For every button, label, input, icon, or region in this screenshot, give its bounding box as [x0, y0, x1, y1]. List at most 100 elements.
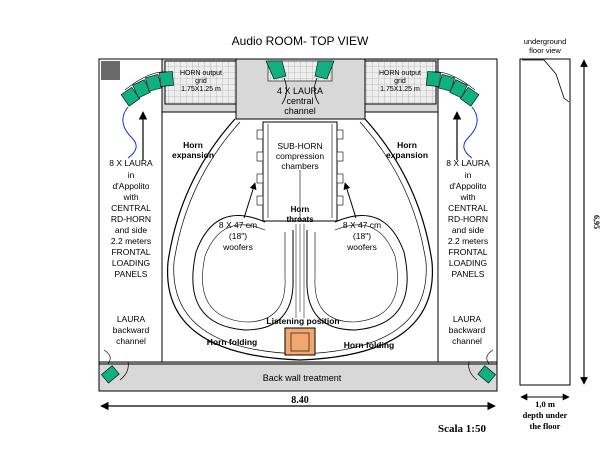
svg-text:expansion: expansion — [386, 150, 428, 160]
right-cable — [463, 106, 478, 159]
svg-text:in: in — [465, 170, 472, 180]
woofer-drivers-right — [336, 129, 344, 206]
woofers-right-label: 8 X 47 cm (18") woofers — [343, 220, 381, 252]
listening-seat-inner — [290, 332, 310, 352]
svg-text:CENTRAL: CENTRAL — [448, 203, 488, 213]
svg-text:PANELS: PANELS — [452, 269, 485, 279]
back-wall-label: Back wall treatment — [263, 373, 342, 383]
svg-text:1.75X1.25 m: 1.75X1.25 m — [380, 86, 420, 93]
woofers-left-arrow — [243, 182, 257, 219]
svg-text:4 X LAURA: 4 X LAURA — [277, 86, 323, 96]
svg-text:grid: grid — [394, 78, 406, 85]
horn-folding-right-label: Horn folding — [344, 340, 395, 350]
svg-text:1.75X1.25 m: 1.75X1.25 m — [181, 86, 221, 93]
side-view-title: underground floor view — [524, 37, 567, 55]
svg-text:8 X LAURA: 8 X LAURA — [109, 158, 153, 168]
svg-text:Horn: Horn — [291, 205, 310, 214]
svg-text:woofers: woofers — [346, 242, 377, 252]
svg-text:8 X 47 cm: 8 X 47 cm — [343, 220, 381, 230]
svg-text:2.2 meters: 2.2 meters — [111, 236, 151, 246]
backward-left-label: LAURA backward channel — [113, 314, 150, 346]
horn-grid-left-label: HORN output grid 1.75X1.25 m — [180, 70, 222, 93]
back-wall-band — [98, 363, 498, 392]
svg-text:central: central — [286, 96, 313, 106]
svg-text:d'Appolito: d'Appolito — [112, 181, 149, 191]
svg-text:LAURA: LAURA — [117, 314, 146, 324]
svg-text:RD-HORN: RD-HORN — [448, 214, 488, 224]
woofers-left-label: 8 X 47 cm (18") woofers — [219, 220, 257, 252]
svg-text:in: in — [128, 170, 135, 180]
right-laura-array — [426, 71, 480, 107]
svg-text:FRONTAL: FRONTAL — [448, 247, 487, 257]
rear-right-speaker — [468, 349, 496, 384]
svg-text:Horn: Horn — [397, 140, 417, 150]
woofer-drivers-left — [256, 129, 264, 206]
svg-text:Horn: Horn — [183, 140, 203, 150]
svg-text:expansion: expansion — [172, 150, 214, 160]
horn-folding-left-label: Horn folding — [207, 337, 258, 347]
svg-text:RD-HORN: RD-HORN — [111, 214, 151, 224]
svg-text:FRONTAL: FRONTAL — [111, 247, 150, 257]
left-horn-loop — [192, 214, 294, 331]
svg-text:woofers: woofers — [222, 242, 253, 252]
horn-expansion-right-label: Horn expansion — [386, 140, 428, 160]
side-view-slope — [522, 59, 570, 103]
side-view-depth-label: depth under the floor — [523, 410, 568, 431]
horn-grid-right-label: HORN output grid 1.75X1.25 m — [379, 70, 421, 93]
svg-text:LOADING: LOADING — [112, 258, 150, 268]
svg-text:floor view: floor view — [529, 46, 561, 55]
svg-text:d'Appolito: d'Appolito — [449, 181, 486, 191]
left-laura-label: 8 X LAURA in d'Appolito with CENTRAL RD-… — [109, 158, 153, 279]
svg-text:PANELS: PANELS — [115, 269, 148, 279]
svg-text:SUB-HORN: SUB-HORN — [277, 141, 322, 151]
horn-throats-label: Horn throats — [286, 205, 314, 224]
left-cable — [122, 106, 137, 159]
svg-text:LAURA: LAURA — [453, 314, 482, 324]
rear-left-speaker — [101, 349, 129, 384]
svg-text:HORN output: HORN output — [180, 70, 222, 77]
svg-text:backward: backward — [449, 325, 486, 335]
svg-text:channel: channel — [452, 336, 482, 346]
svg-text:throats: throats — [286, 215, 314, 224]
right-laura-label: 8 X LAURA in d'Appolito with CENTRAL RD-… — [446, 158, 490, 279]
right-horn-loop-inner — [314, 224, 398, 323]
svg-text:the floor: the floor — [530, 421, 561, 431]
svg-text:underground: underground — [524, 37, 567, 46]
left-horn-loop-inner — [202, 224, 286, 323]
svg-text:(18"): (18") — [353, 231, 371, 241]
diagram-title: Audio ROOM- TOP VIEW — [232, 34, 369, 48]
svg-text:with: with — [459, 192, 475, 202]
woofers-right-arrow — [343, 182, 357, 219]
svg-text:(18"): (18") — [229, 231, 247, 241]
right-horn-loop — [306, 214, 408, 331]
backward-right-label: LAURA backward channel — [449, 314, 486, 346]
horn-expansion-left-label: Horn expansion — [172, 140, 214, 160]
svg-text:and side: and side — [452, 225, 484, 235]
svg-text:2.2 meters: 2.2 meters — [448, 236, 488, 246]
svg-text:and side: and side — [115, 225, 147, 235]
side-view-width-label: 1,0 m — [535, 399, 555, 409]
sub-horn-label: SUB-HORN compression chambers — [276, 141, 324, 171]
svg-text:compression: compression — [276, 151, 324, 161]
svg-text:channel: channel — [284, 106, 316, 116]
horn-throat-lines — [295, 224, 305, 318]
svg-text:channel: channel — [116, 336, 146, 346]
central-channel-label: 4 X LAURA central channel — [277, 86, 323, 116]
svg-text:with: with — [122, 192, 138, 202]
side-view-box — [519, 58, 571, 386]
svg-text:8 X 47 cm: 8 X 47 cm — [219, 220, 257, 230]
horn-outer-outline — [166, 118, 434, 361]
svg-text:8 X LAURA: 8 X LAURA — [446, 158, 490, 168]
corner-block — [101, 61, 120, 80]
listening-position-label: Listening position — [266, 316, 339, 326]
svg-text:chambers: chambers — [281, 161, 318, 171]
room-width-label: 8.40 — [291, 395, 309, 406]
scale-label: Scala 1:50 — [438, 423, 486, 435]
horn-grid-right — [364, 60, 437, 105]
central-channel-speakers — [265, 60, 335, 105]
left-side-zone — [98, 58, 163, 363]
svg-text:CENTRAL: CENTRAL — [111, 203, 151, 213]
svg-text:LOADING: LOADING — [449, 258, 487, 268]
left-laura-array — [120, 71, 174, 107]
